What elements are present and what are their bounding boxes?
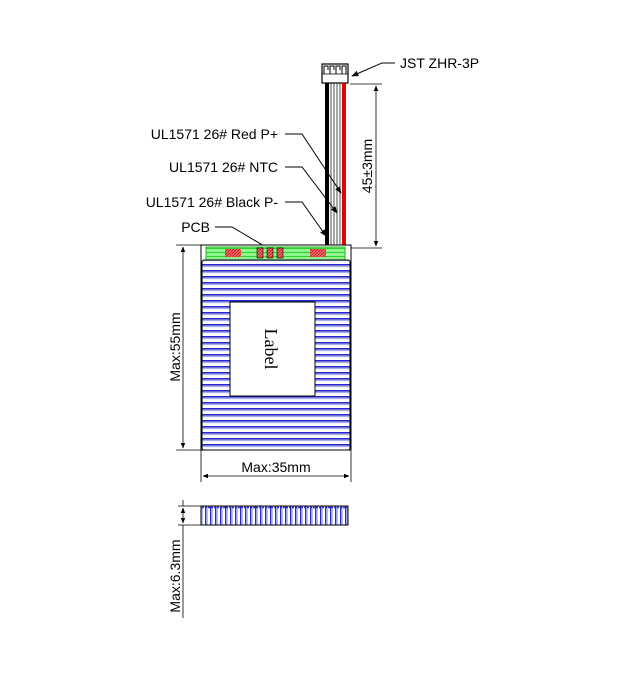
pcb-pad [225, 249, 241, 257]
wire-ntc-label: UL1571 26# NTC [169, 159, 278, 175]
jst-connector [321, 63, 349, 84]
thickness-label: Max:6.3mm [167, 539, 183, 612]
lead-length-label: 45±3mm [359, 139, 375, 193]
pcb-pad [276, 247, 284, 259]
battery-top-view [200, 244, 352, 451]
pcb-pad [266, 247, 274, 259]
height-dimension [176, 244, 201, 451]
width-label: Max:35mm [241, 459, 310, 475]
connector-leader [351, 62, 395, 77]
connector-label: JST ZHR-3P [400, 55, 479, 71]
wire-red-label: UL1571 26# Red P+ [151, 126, 278, 142]
wire-leaders [215, 133, 342, 254]
pcb-pad [256, 247, 264, 259]
height-label: Max:55mm [167, 312, 183, 381]
wire-bundle [325, 83, 346, 248]
wire-black-label: UL1571 26# Black P- [146, 194, 279, 210]
width-dimension [200, 450, 352, 482]
pcb-pad [310, 249, 326, 257]
pcb-label: PCB [181, 219, 210, 235]
battery-side-view [200, 505, 349, 526]
thickness-dimension [178, 500, 201, 618]
label-area [229, 301, 316, 397]
label-text: Label [261, 329, 281, 370]
